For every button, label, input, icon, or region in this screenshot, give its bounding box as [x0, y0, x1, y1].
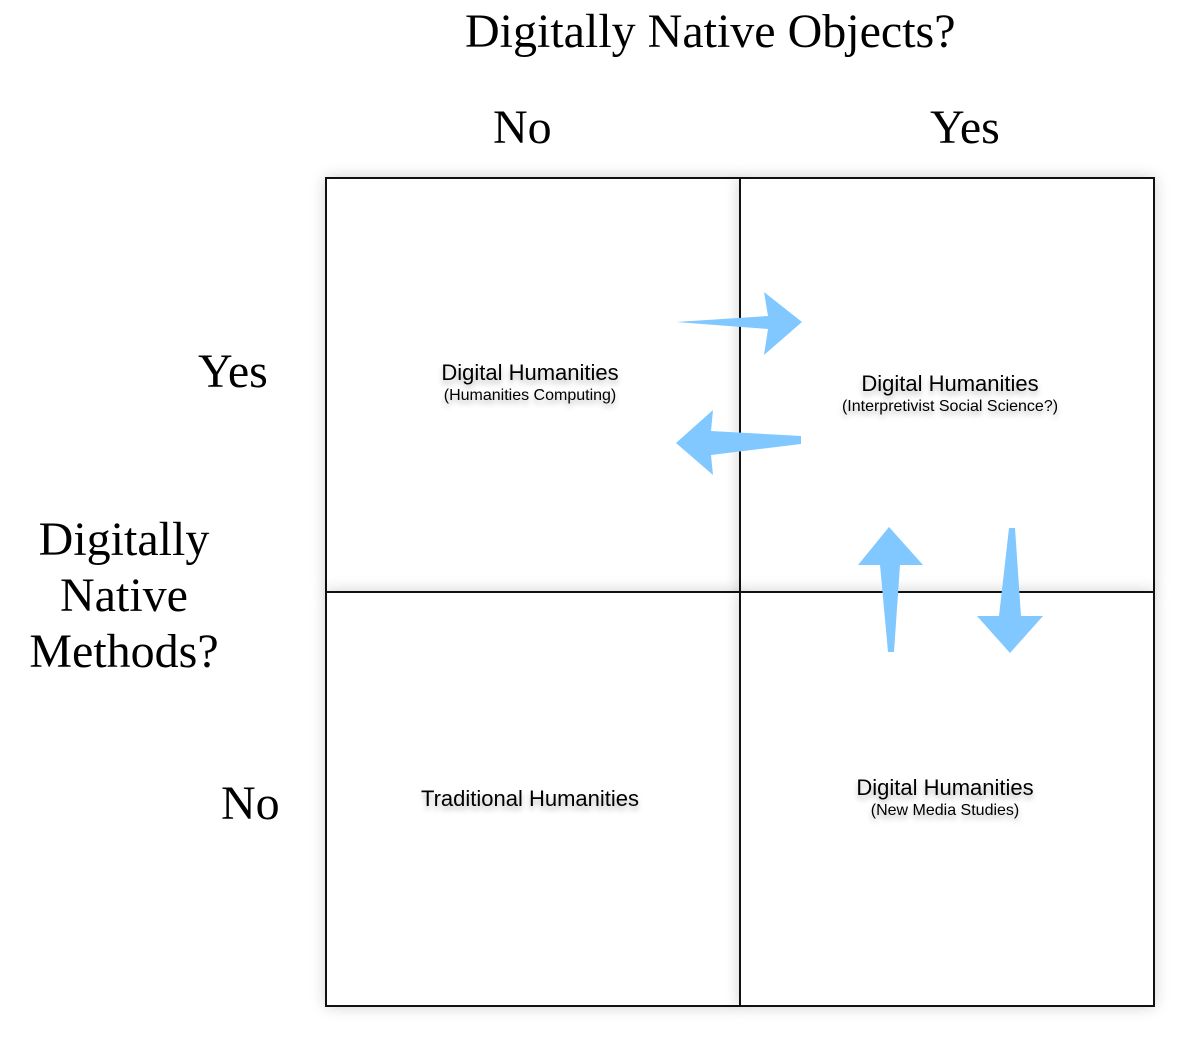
column-header-no: No [493, 101, 552, 154]
quadrant-subtitle: (Interpretivist Social Science?) [841, 398, 1059, 415]
arrow-right-icon [676, 292, 802, 355]
row-axis-title-line: Digitally [38, 513, 210, 566]
quadrant-title: Traditional Humanities [420, 786, 640, 811]
row-axis-title-line: Methods? [29, 625, 219, 678]
arrow-left-icon [676, 410, 801, 475]
quadrant-subtitle: (Humanities Computing) [443, 387, 617, 404]
quadrant-bottom-right [739, 591, 1155, 1007]
arrow-down-icon [977, 528, 1043, 653]
diagram-title: Digitally Native Objects? [465, 5, 956, 58]
quadrant-top-right [739, 177, 1155, 593]
quadrant-title: Digital Humanities [856, 775, 1034, 800]
quadrant-top-left [325, 177, 741, 593]
quadrant-title: Digital Humanities [861, 371, 1039, 396]
row-header-yes: Yes [198, 345, 268, 398]
row-axis-title: Digitally Native Methods? [8, 512, 240, 680]
quadrant-title: Digital Humanities [441, 360, 619, 385]
quadrant-subtitle: (New Media Studies) [870, 802, 1020, 819]
quadrant-bottom-left [325, 591, 741, 1007]
quadrant-bottom-left-label: Traditional Humanities [421, 786, 639, 812]
column-header-yes: Yes [930, 101, 1000, 154]
quadrant-bottom-right-label: Digital Humanities (New Media Studies) [856, 775, 1033, 821]
quadrant-top-left-label: Digital Humanities (Humanities Computing… [441, 360, 618, 406]
arrow-up-icon [858, 527, 923, 652]
row-header-no: No [221, 777, 280, 830]
row-axis-title-line: Native [60, 569, 188, 622]
quadrant-top-right-label: Digital Humanities (Interpretivist Socia… [842, 371, 1058, 417]
